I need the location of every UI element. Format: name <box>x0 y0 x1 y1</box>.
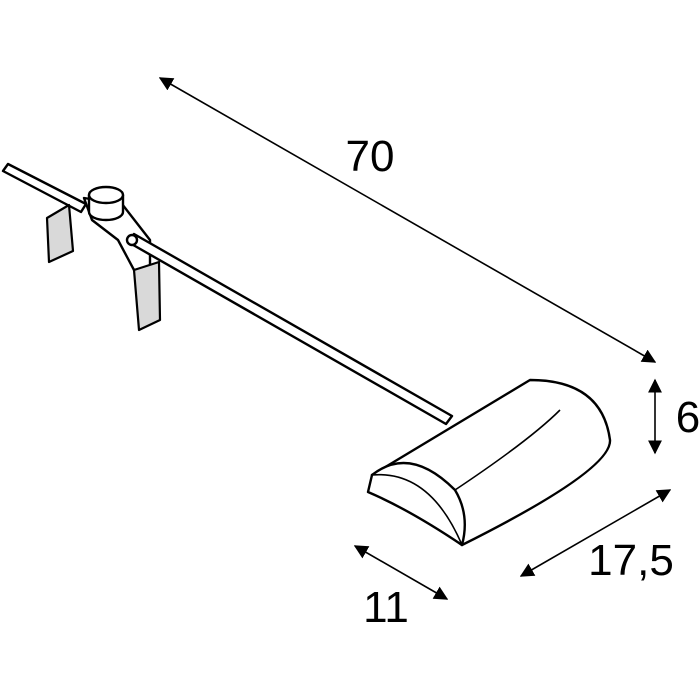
length-dimension-line <box>158 77 657 363</box>
lamp-head <box>366 378 612 547</box>
width-dimension-line <box>519 489 672 577</box>
mounting-rod <box>1 162 88 214</box>
bracket-plate-right <box>132 260 162 332</box>
depth-dimension-line <box>353 545 449 600</box>
adjustment-knob <box>87 185 125 222</box>
arm-joint <box>125 233 139 247</box>
depth-label: 11 <box>363 583 409 632</box>
bracket-plate-left <box>45 203 75 264</box>
height-label: 6 <box>676 393 700 442</box>
lamp-arm <box>126 232 454 426</box>
length-label: 70 <box>346 132 395 181</box>
width-label: 17,5 <box>588 536 674 585</box>
dimension-lines <box>158 77 672 600</box>
picture-light-outline <box>1 162 612 547</box>
